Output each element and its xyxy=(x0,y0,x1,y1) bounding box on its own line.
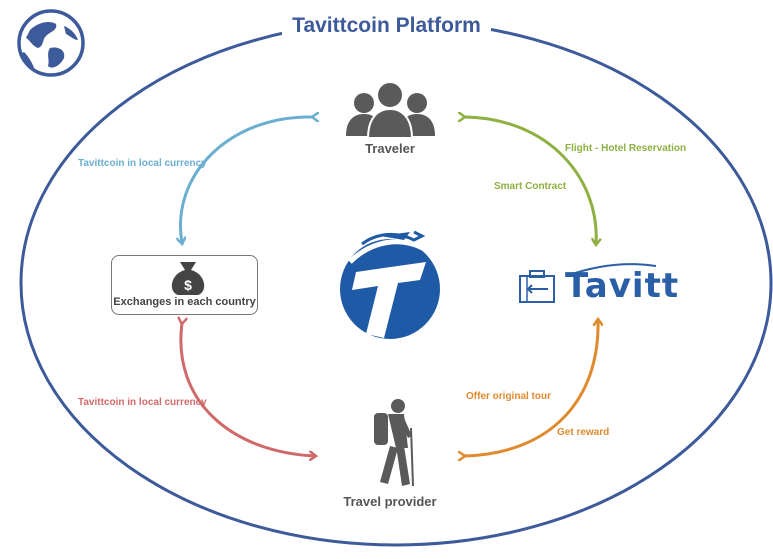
page-title-text: Tavittcoin Platform xyxy=(282,14,491,37)
suitcase-icon xyxy=(519,270,555,303)
edge-label-flight-hotel: Flight - Hotel Reservation xyxy=(565,143,687,154)
svg-text:$: $ xyxy=(184,277,192,293)
travel-provider-label: Travel provider xyxy=(343,494,437,509)
edge-label-smart-contract: Smart Contract xyxy=(494,181,567,192)
page-title: Tavittcoin Platform xyxy=(0,14,773,38)
edge-label-get-reward: Get reward xyxy=(557,427,610,438)
arrow-traveler-exchange xyxy=(180,117,313,243)
hiker-icon xyxy=(374,399,414,487)
tavitt-swoosh xyxy=(565,263,657,277)
exchanges-node: Exchanges in each country xyxy=(111,255,258,315)
arrow-exchange-provider xyxy=(181,323,315,456)
tavitt-brand-text: Tavitt xyxy=(565,266,680,306)
edge-label-exchange-provider: Tavittcoin in local currency xyxy=(78,397,207,408)
globe-icon xyxy=(17,9,85,77)
arrow-provider-tavitt xyxy=(464,320,598,456)
exchanges-label: Exchanges in each country xyxy=(113,296,256,308)
traveler-label: Traveler xyxy=(365,141,415,156)
money-bag-icon: $ xyxy=(171,262,205,295)
tavitt-logo-icon xyxy=(340,230,440,339)
edge-label-traveler-exchange: Tavittcoin in local currency xyxy=(78,158,207,169)
people-group-icon xyxy=(346,81,435,139)
arrow-traveler-tavitt xyxy=(464,117,596,244)
edge-label-offer-tour: Offer original tour xyxy=(466,391,551,402)
